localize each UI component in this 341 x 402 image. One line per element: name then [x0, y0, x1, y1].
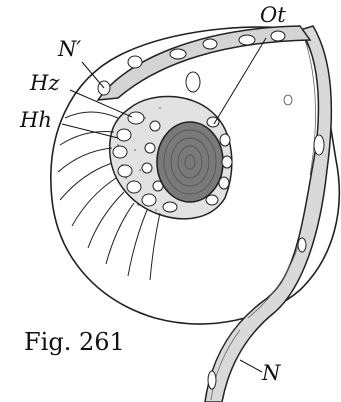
label-hz: Hz	[29, 71, 60, 95]
nerve-nucleus	[208, 371, 216, 389]
label-ot: Ot	[260, 3, 286, 27]
label-n: N	[261, 361, 281, 385]
otolith	[157, 122, 223, 202]
label-hh: Hh	[19, 108, 52, 132]
nerve-nucleus	[298, 238, 306, 252]
nerve-nucleus	[314, 135, 324, 155]
figure-caption: Fig. 261	[24, 328, 125, 356]
label-n-prime: N′	[57, 37, 81, 61]
membrane-nucleus	[284, 95, 292, 105]
nerve-band	[205, 26, 331, 402]
